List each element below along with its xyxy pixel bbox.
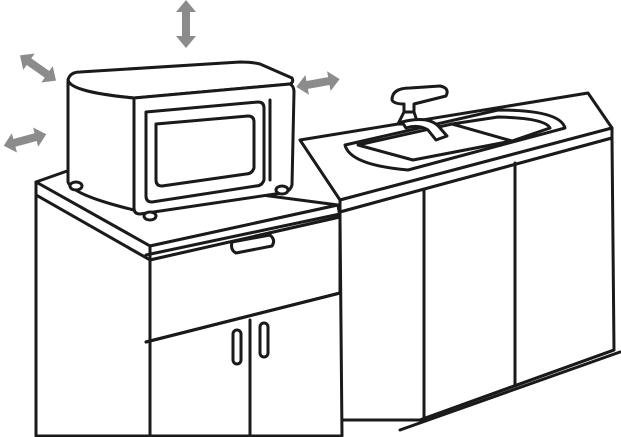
double-arrow-icon [3,127,47,153]
plinth-line [418,348,616,422]
microwave-oven [66,60,296,222]
faucet-icon [390,84,449,142]
microwave-cart [34,168,344,437]
double-arrow-icon [176,0,196,48]
sink-basin [450,115,552,143]
microwave-foot [68,180,84,192]
cart-front [148,215,344,437]
microwave-door [144,100,266,204]
door-handle-icon [231,328,243,366]
microwave-window [154,114,256,188]
cart-drawer-bottom [144,291,342,344]
floor-line [398,350,621,432]
microwave-foot [142,210,158,222]
door-handle-icon [258,321,270,359]
double-arrow-icon [19,53,57,83]
double-arrow-icon [296,71,340,95]
sink-counter [298,84,621,432]
microwave-foot [274,184,290,196]
drawer-handle-icon [230,233,276,255]
